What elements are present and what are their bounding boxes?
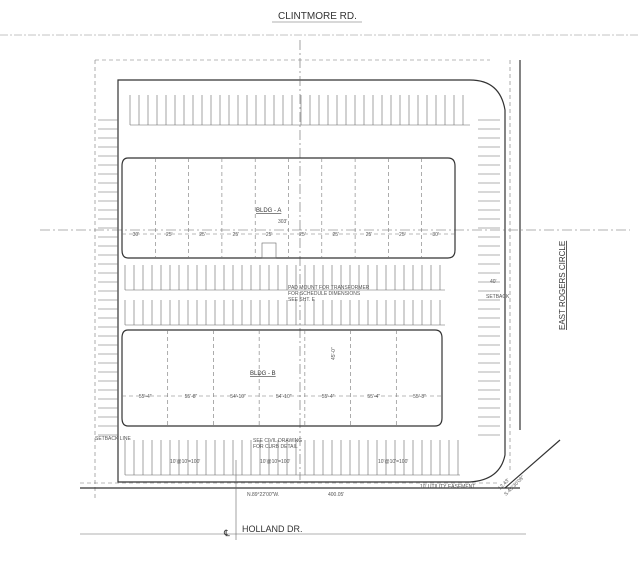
building-b-bay-dim: 54'-10" <box>276 394 292 400</box>
transformer-pad <box>261 242 277 259</box>
building-a: 30'25'25'25'25'25'25'25'25'30' BLDG - A … <box>121 157 456 259</box>
building-a-label: BLDG - A <box>256 208 281 214</box>
clintmore-road: CLINTMORE RD. <box>0 11 638 36</box>
transformer-note: PAD MOUNT FOR TRANSFORMER FOR SCHEDULE D… <box>288 285 370 303</box>
parking-row-dim: 10'@10'=100' <box>378 459 408 465</box>
building-b-bay-dim: 55'-4" <box>367 394 380 400</box>
building-b-depth: 45'-0" <box>331 347 337 360</box>
outer-curb <box>117 79 506 483</box>
building-a-bay-dim: 25' <box>233 232 240 238</box>
utility-easement-label: 10' UTILITY EASEMENT <box>420 484 475 490</box>
bottom-notes: SEE CIVIL DRAWING FOR CURB DETAIL 10'@10… <box>95 279 526 538</box>
street-label-south: HOLLAND DR. <box>242 524 303 534</box>
street-label-north: CLINTMORE RD. <box>278 11 357 22</box>
curve-line <box>504 439 561 489</box>
building-a-bay-dim: 25' <box>332 232 339 238</box>
building-a-overall-dim: 303' <box>278 219 287 225</box>
site-boundary <box>40 40 630 540</box>
curb-note: FOR CURB DETAIL <box>253 444 298 450</box>
setback-lines <box>94 59 511 500</box>
building-b-bay-dim: 55'-8" <box>413 394 426 400</box>
building-a-bay-dim: 25' <box>299 232 306 238</box>
centerline-symbol: ℄ <box>223 528 230 538</box>
building-a-outline <box>121 157 456 259</box>
building-b-outline <box>121 329 443 427</box>
building-b-bay-dim: 55'-4" <box>322 394 335 400</box>
setback-east-label: SETBACK <box>486 294 510 300</box>
building-a-bay-dim: 30' <box>432 232 439 238</box>
note-line: SEE SHT. E <box>288 297 316 303</box>
building-a-bay-dim: 25' <box>366 232 373 238</box>
building-b-bay-dim: 55'-8" <box>185 394 198 400</box>
setback-label: SETBACK LINE <box>95 436 132 442</box>
curb-note: SEE CIVIL DRAWING <box>253 438 302 444</box>
building-a-bay-dim: 25' <box>166 232 173 238</box>
building-a-bay-dim: 25' <box>399 232 406 238</box>
dim-40: 40' <box>490 279 497 285</box>
street-label-east: EAST ROGERS CIRCLE <box>558 241 567 330</box>
building-a-bay-dim: 25' <box>199 232 206 238</box>
parking-row-dim: 10'@10'=100' <box>260 459 290 465</box>
distance-label: 400.05' <box>328 492 344 498</box>
building-a-bay-dim: 30' <box>133 232 140 238</box>
building-b-label: BLDG - B <box>250 371 276 377</box>
note-line: PAD MOUNT FOR TRANSFORMER <box>288 285 370 291</box>
note-line: FOR SCHEDULE DIMENSIONS <box>288 291 361 297</box>
parking-row-dim: 10'@10'=100' <box>170 459 200 465</box>
building-a-bay-dim: 25' <box>266 232 273 238</box>
building-b-bay-dim: 55'-4" <box>139 394 152 400</box>
parking-stalls <box>98 95 500 476</box>
bearing-label: N.89°22'00"W. <box>247 492 279 498</box>
building-b-bay-dim: 54'-10" <box>230 394 246 400</box>
building-b: 55'-4" 55'-8" 54'-10" 54'-10" 55'-4" 55'-4" 55… <box>121 329 443 427</box>
